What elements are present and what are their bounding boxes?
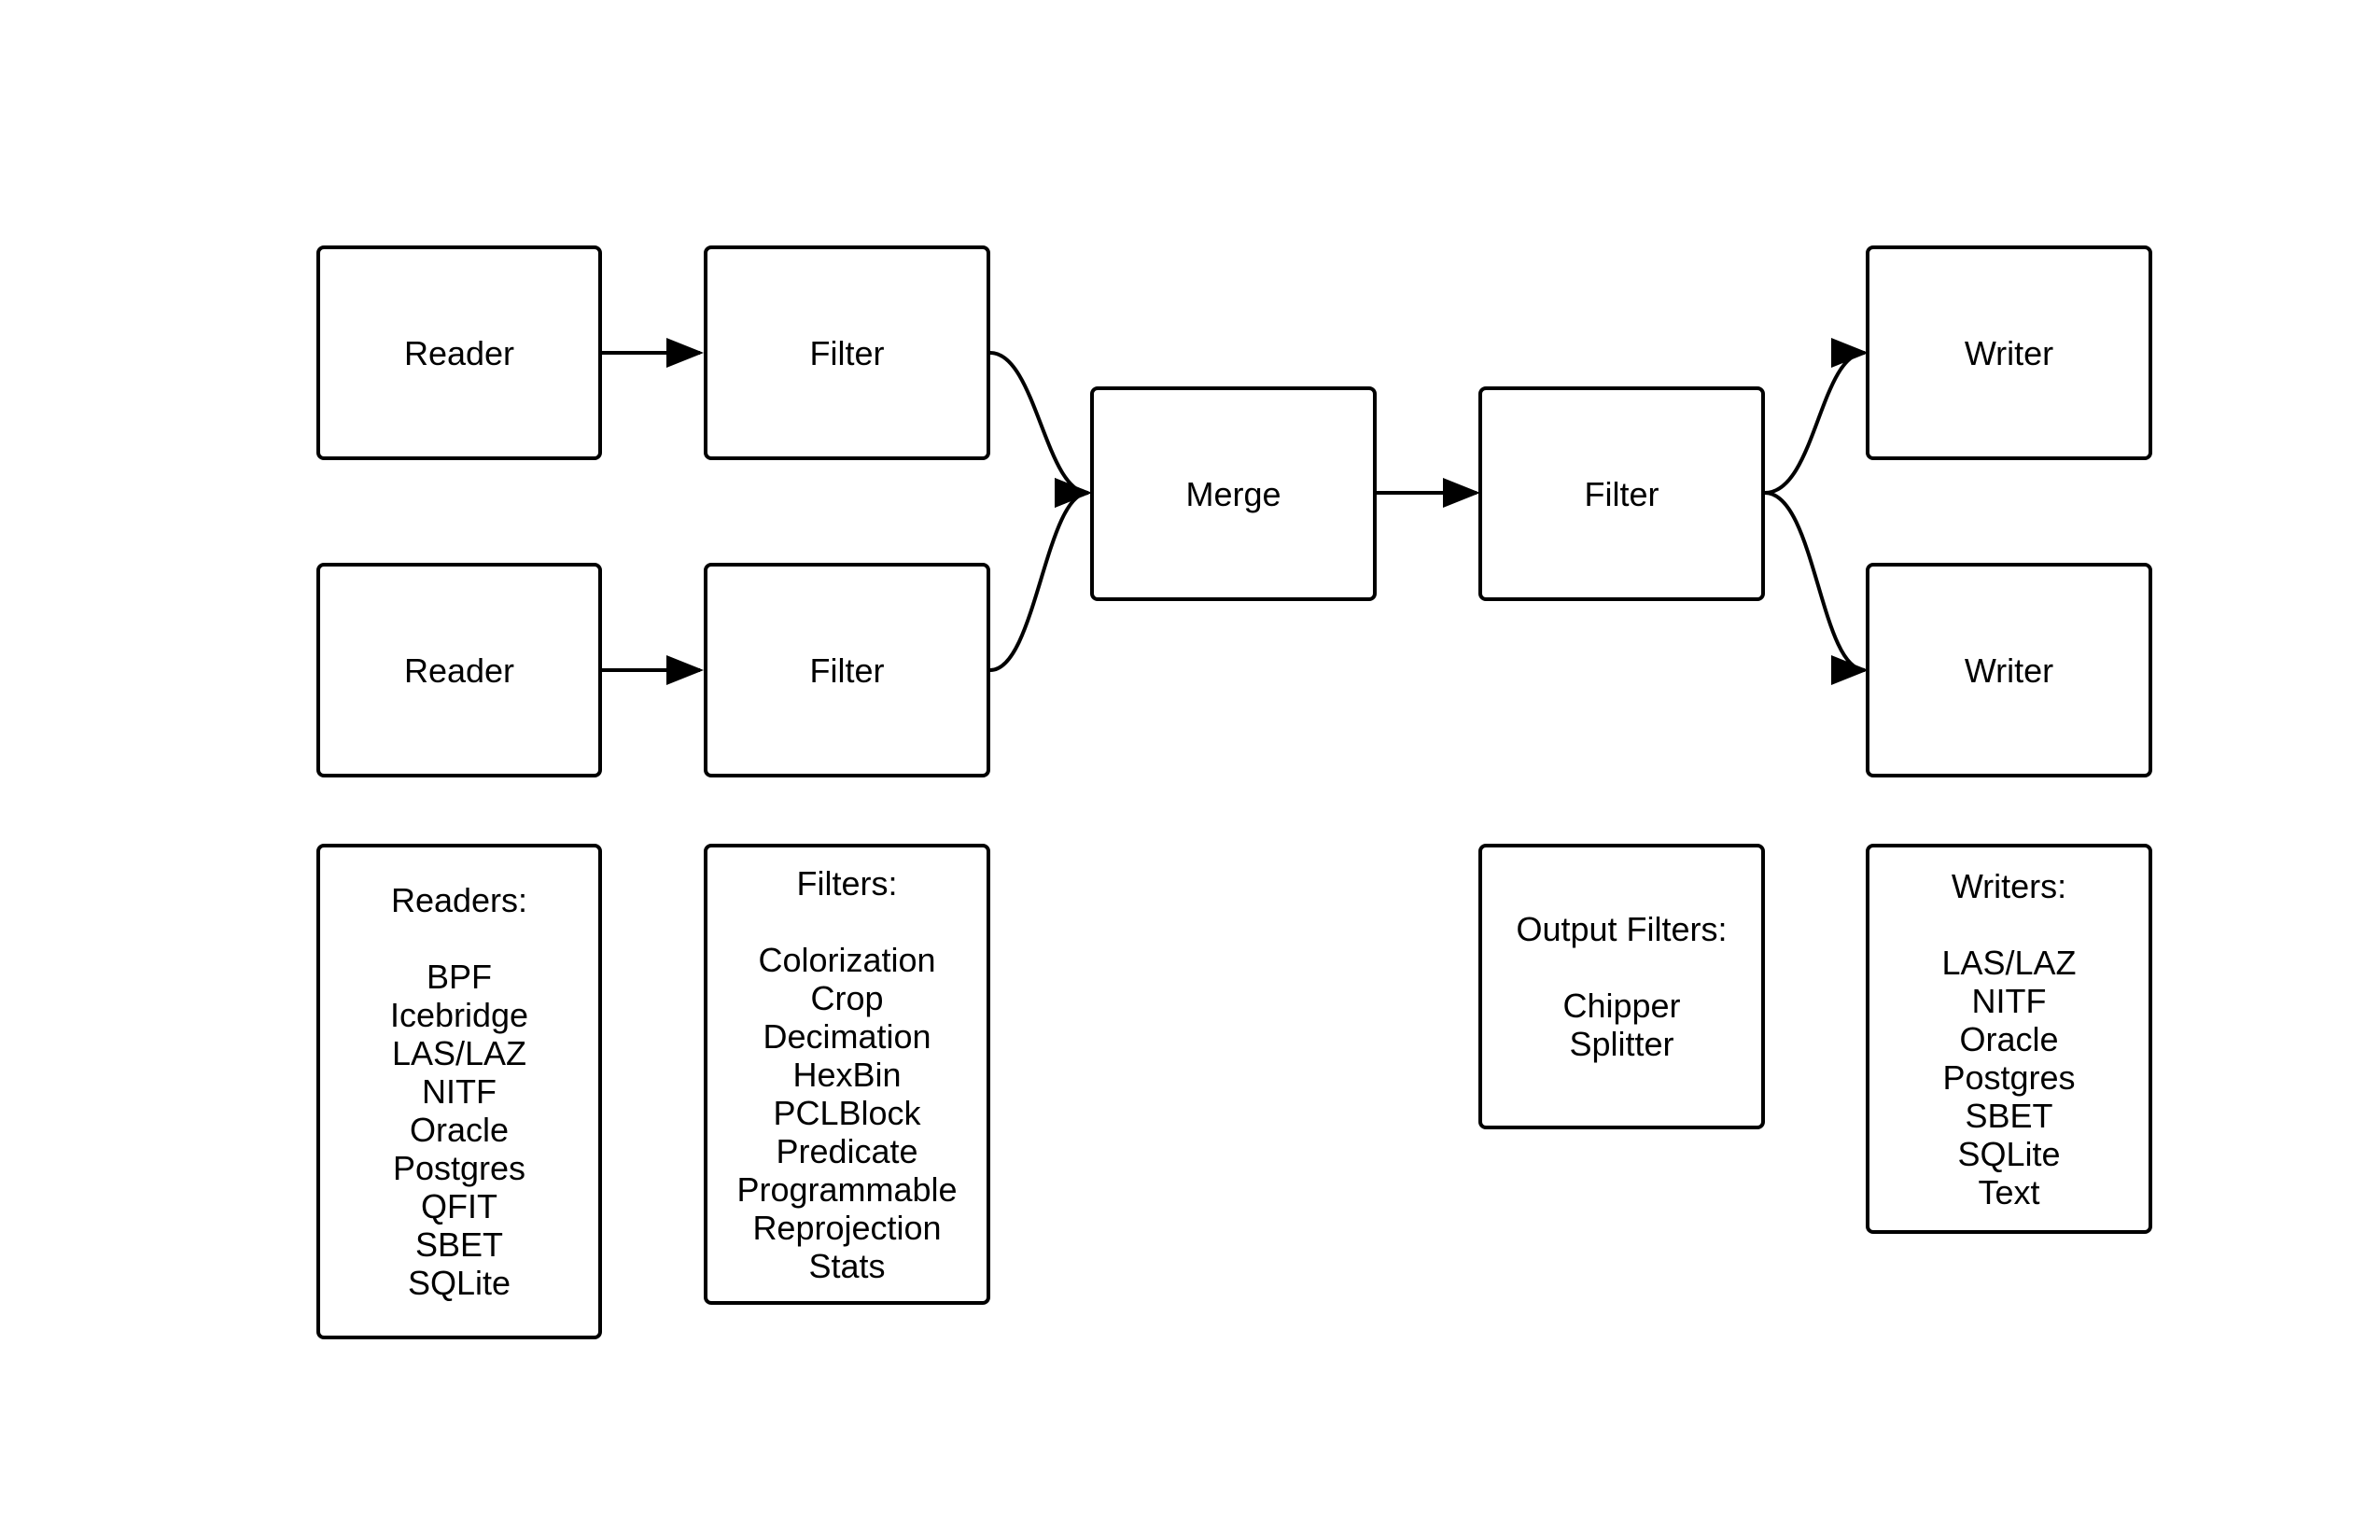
list-item: Oracle xyxy=(409,1111,509,1149)
reader-node-2-label: Reader xyxy=(403,651,515,690)
writers-list-title: Writers: xyxy=(1951,866,2067,905)
writer-node-2-label: Writer xyxy=(1964,651,2054,690)
list-item: QFIT xyxy=(421,1187,497,1225)
list-item: SBET xyxy=(414,1225,503,1264)
list-item: Icebridge xyxy=(389,996,529,1034)
reader-node-2[interactable]: Reader xyxy=(316,563,602,777)
reader-node-1[interactable]: Reader xyxy=(316,245,602,460)
list-item: Reprojection xyxy=(752,1208,942,1247)
list-item: Postgres xyxy=(1942,1057,2076,1097)
list-item: BPF xyxy=(426,958,492,996)
list-item: LAS/LAZ xyxy=(391,1034,527,1072)
list-item: Oracle xyxy=(1959,1019,2059,1058)
list-item: Stats xyxy=(808,1246,886,1285)
writer-node-1-label: Writer xyxy=(1964,333,2054,372)
list-item: Chipper xyxy=(1562,987,1681,1025)
list-item: HexBin xyxy=(792,1055,902,1094)
edge-filter-3-to-writer-2 xyxy=(1764,491,1869,685)
writer-node-1[interactable]: Writer xyxy=(1866,245,2152,460)
filter-node-1[interactable]: Filter xyxy=(704,245,990,460)
filter-node-1-label: Filter xyxy=(809,333,885,372)
output-filters-list-title: Output Filters: xyxy=(1516,910,1728,948)
reader-node-1-label: Reader xyxy=(403,333,515,372)
list-item: SQLite xyxy=(1957,1134,2061,1173)
list-item: Programmable xyxy=(736,1169,958,1209)
list-item: SQLite xyxy=(407,1264,511,1302)
filters-list-title: Filters: xyxy=(796,863,898,903)
filter-node-3[interactable]: Filter xyxy=(1478,386,1765,601)
edge-filter-1-to-merge xyxy=(989,351,1092,508)
list-item: Decimation xyxy=(763,1016,931,1056)
edge-filter-2-to-merge xyxy=(989,478,1092,672)
list-item: NITF xyxy=(422,1072,497,1111)
merge-node[interactable]: Merge xyxy=(1090,386,1377,601)
list-item: Postgres xyxy=(392,1149,526,1187)
list-item: Text xyxy=(1978,1172,2040,1211)
list-item: SBET xyxy=(1965,1096,2053,1135)
list-item: Predicate xyxy=(776,1131,918,1170)
list-item: PCLBlock xyxy=(773,1093,921,1132)
filter-node-3-label: Filter xyxy=(1584,474,1659,513)
edge-filter-3-to-writer-1 xyxy=(1764,338,1869,495)
filter-node-2[interactable]: Filter xyxy=(704,563,990,777)
filter-node-2-label: Filter xyxy=(809,651,885,690)
list-item: Crop xyxy=(810,978,884,1017)
readers-list-title: Readers: xyxy=(390,881,528,919)
list-item: Splitter xyxy=(1569,1025,1674,1063)
writer-node-2[interactable]: Writer xyxy=(1866,563,2152,777)
list-item: Colorization xyxy=(758,940,936,979)
list-item: LAS/LAZ xyxy=(1941,943,2077,982)
list-item: NITF xyxy=(1971,981,2047,1020)
merge-node-label: Merge xyxy=(1185,474,1281,513)
